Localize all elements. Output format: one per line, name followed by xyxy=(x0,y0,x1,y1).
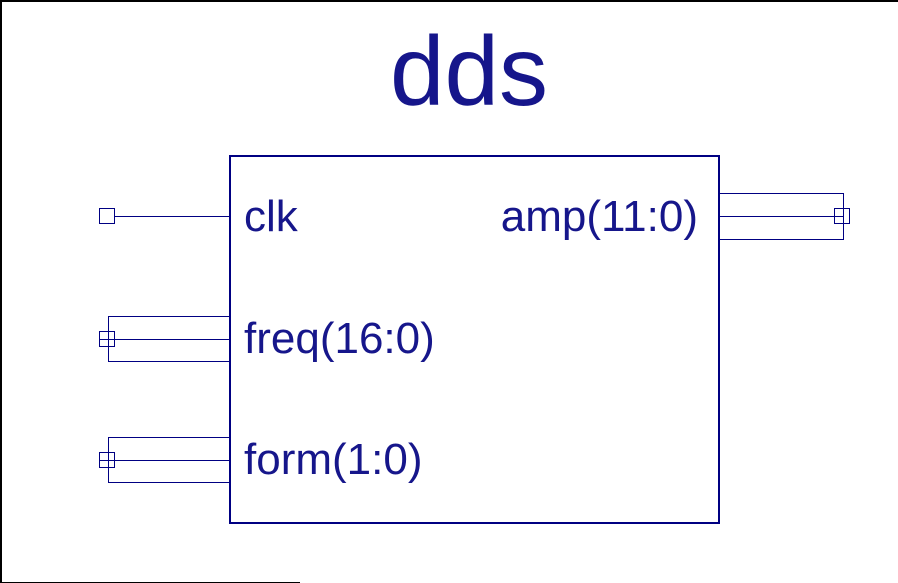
clk-pin-connector[interactable] xyxy=(99,208,115,224)
freq-port-label: freq(16:0) xyxy=(244,314,435,363)
form-bus-wire[interactable] xyxy=(99,459,230,461)
clk-wire[interactable] xyxy=(114,215,230,217)
frame-top-edge xyxy=(0,0,898,2)
frame-bottom-edge xyxy=(0,581,300,583)
frame-left-edge xyxy=(0,0,2,583)
amp-port-label: amp(11:0) xyxy=(500,192,698,241)
freq-pin-connector[interactable] xyxy=(99,331,115,347)
form-pin-connector[interactable] xyxy=(99,452,115,468)
amp-pin-connector[interactable] xyxy=(834,208,850,224)
schematic-title: dds xyxy=(390,16,549,126)
freq-bus-wire[interactable] xyxy=(99,338,230,340)
clk-port-label: clk xyxy=(244,192,298,241)
component-block-dds[interactable] xyxy=(229,155,720,524)
amp-bus-wire[interactable] xyxy=(719,215,844,217)
form-port-label: form(1:0) xyxy=(244,435,423,484)
